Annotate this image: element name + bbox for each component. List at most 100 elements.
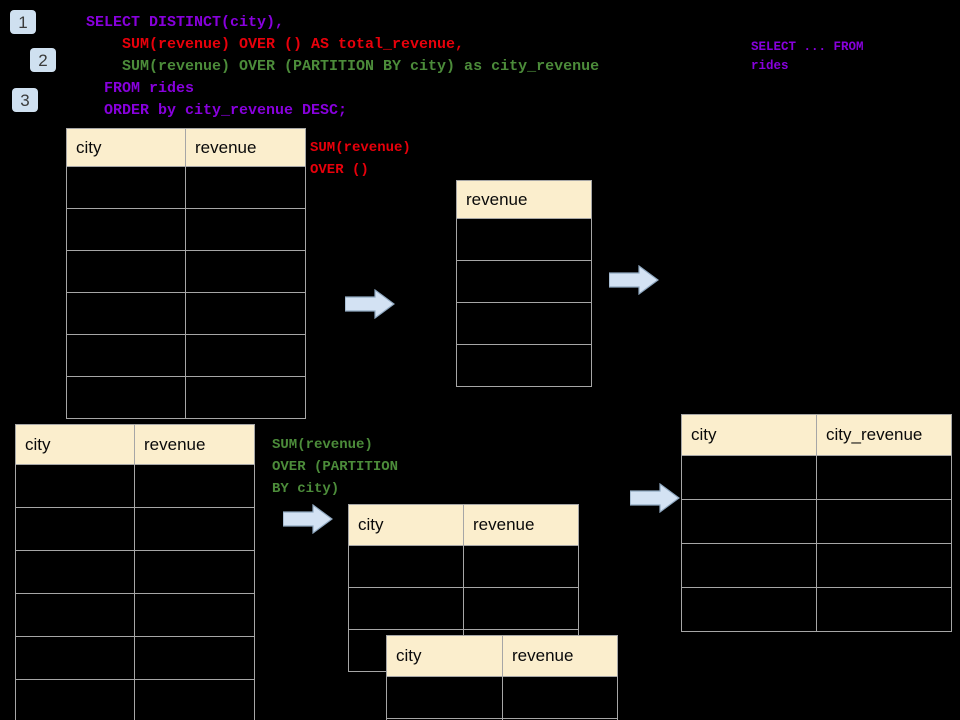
- table-cell: [15, 507, 135, 551]
- table-header-row: city revenue: [66, 128, 306, 167]
- column-header-revenue: revenue: [502, 635, 618, 677]
- table-row: [456, 344, 592, 387]
- column-header-revenue: revenue: [134, 424, 255, 465]
- table-cell: [816, 455, 952, 500]
- arrow-partition-to-result: [630, 483, 680, 513]
- sql-line-city-revenue: SUM(revenue) OVER (PARTITION BY city) as…: [86, 58, 600, 75]
- table-row: [348, 587, 579, 630]
- sql-line-total-revenue: SUM(revenue) OVER () AS total_revenue,: [86, 36, 465, 53]
- table-row: [66, 250, 306, 293]
- table-cell: [15, 679, 135, 720]
- table-cell: [456, 302, 592, 345]
- table-cell: [185, 250, 306, 293]
- step-badge-1: 1: [10, 10, 36, 34]
- table-row: [66, 376, 306, 419]
- table-header-row: city revenue: [386, 635, 618, 677]
- table-cell: [185, 166, 306, 209]
- table-cell: [66, 250, 186, 293]
- table-cell: [816, 543, 952, 588]
- table-cell: [134, 636, 255, 680]
- sql-line-from: FROM rides: [86, 80, 195, 97]
- table-result: city city_revenue: [681, 414, 952, 632]
- table-partition-front: city revenue: [386, 635, 618, 720]
- column-header-city: city: [348, 504, 464, 546]
- column-header-city-revenue: city_revenue: [816, 414, 952, 456]
- arrow-source-to-partition: [283, 504, 333, 534]
- table-cell: [348, 587, 464, 630]
- column-header-revenue: revenue: [463, 504, 579, 546]
- table-total-revenue: revenue: [456, 180, 592, 387]
- table-cell: [134, 507, 255, 551]
- column-header-revenue: revenue: [185, 128, 306, 167]
- table-row: [456, 260, 592, 303]
- table-row: [15, 550, 255, 594]
- table-cell: [456, 344, 592, 387]
- table-header-row: city revenue: [15, 424, 255, 465]
- table-cell: [66, 208, 186, 251]
- table-cell: [681, 543, 817, 588]
- table-cell: [185, 376, 306, 419]
- table-row: [66, 208, 306, 251]
- annotation-city-revenue-line-1: SUM(revenue): [272, 437, 373, 453]
- table-row: [66, 166, 306, 209]
- side-note-line-2: rides: [751, 59, 789, 73]
- table-cell: [15, 550, 135, 594]
- table-cell: [66, 376, 186, 419]
- step-badge-3: 3: [12, 88, 38, 112]
- column-header-revenue: revenue: [456, 180, 592, 219]
- annotation-city-revenue-line-2: OVER (PARTITION: [272, 459, 399, 475]
- table-cell: [134, 550, 255, 594]
- table-row: [348, 545, 579, 588]
- table-cell: [185, 292, 306, 335]
- table-row: [66, 334, 306, 377]
- table-header-row: revenue: [456, 180, 592, 219]
- step-badge-2-label: 2: [38, 50, 48, 70]
- annotation-city-revenue-line-3: BY city): [272, 481, 340, 497]
- table-source-bottom: city revenue: [15, 424, 255, 720]
- table-cell: [348, 545, 464, 588]
- table-cell: [386, 676, 503, 719]
- table-row: [681, 455, 952, 500]
- table-cell: [681, 455, 817, 500]
- table-row: [15, 464, 255, 508]
- table-cell: [66, 292, 186, 335]
- table-cell: [681, 499, 817, 544]
- arrow-total-to-result: [609, 265, 659, 295]
- table-row: [15, 679, 255, 720]
- table-cell: [185, 208, 306, 251]
- column-header-city: city: [66, 128, 186, 167]
- table-cell: [185, 334, 306, 377]
- table-cell: [463, 545, 579, 588]
- table-cell: [134, 593, 255, 637]
- arrow-source-to-total: [345, 289, 395, 319]
- table-cell: [456, 260, 592, 303]
- sql-line-order-by: ORDER by city_revenue DESC;: [86, 102, 348, 119]
- annotation-total-revenue-line-2: OVER (): [310, 162, 369, 178]
- table-cell: [15, 593, 135, 637]
- table-source-top: city revenue: [66, 128, 306, 419]
- step-badge-3-label: 3: [20, 90, 30, 110]
- table-row: [681, 543, 952, 588]
- table-row: [66, 292, 306, 335]
- column-header-city: city: [386, 635, 503, 677]
- sql-line-select: SELECT DISTINCT(city),: [86, 14, 285, 31]
- table-cell: [15, 464, 135, 508]
- annotation-total-revenue-line-1: SUM(revenue): [310, 140, 411, 156]
- table-cell: [134, 679, 255, 720]
- table-row: [456, 302, 592, 345]
- table-cell: [816, 587, 952, 632]
- table-cell: [502, 676, 618, 719]
- table-header-row: city revenue: [348, 504, 579, 546]
- table-row: [681, 499, 952, 544]
- column-header-city: city: [681, 414, 817, 456]
- table-cell: [15, 636, 135, 680]
- table-row: [386, 718, 618, 720]
- table-row: [681, 587, 952, 632]
- table-row: [15, 636, 255, 680]
- table-row: [15, 507, 255, 551]
- table-cell: [816, 499, 952, 544]
- table-header-row: city city_revenue: [681, 414, 952, 456]
- column-header-city: city: [15, 424, 135, 465]
- step-badge-2: 2: [30, 48, 56, 72]
